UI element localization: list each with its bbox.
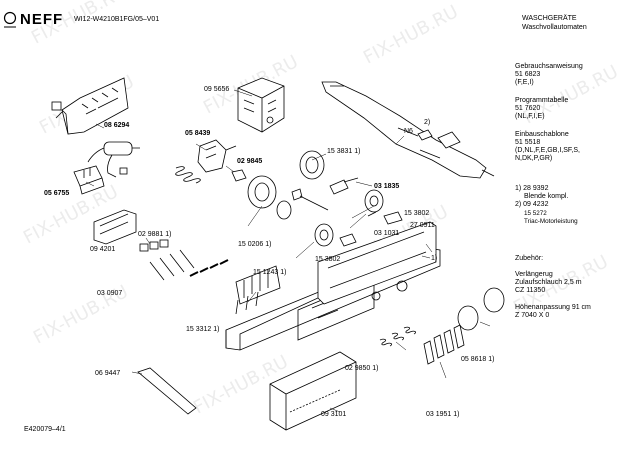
part-label: 15 3312 1)	[186, 326, 220, 333]
doc-title: Einbauschablone	[515, 131, 569, 138]
doc-number: 51 5518	[515, 139, 541, 146]
accessory-name: Höhenanpassung 91 cm	[515, 304, 591, 311]
leader-lines	[85, 89, 491, 413]
capacitor-part	[87, 141, 140, 178]
part-label: 1)	[431, 255, 438, 262]
category-subtitle: Waschvollautomaten	[522, 24, 587, 31]
category-title: WASCHGERÄTE	[522, 15, 577, 22]
part-label: 15 3831 1)	[327, 148, 361, 155]
doc-languages: N,DK,P,GR)	[515, 155, 553, 162]
note-line: 1) 28 9392	[515, 185, 549, 192]
spring-set-part	[379, 326, 417, 347]
part-label: 27 0911	[410, 222, 435, 229]
part-label: 02 9881 1)	[138, 231, 172, 238]
part-label: 02 9850 1)	[345, 365, 379, 372]
button-set-part	[423, 324, 465, 365]
part-label: 02 9845	[237, 158, 263, 165]
figure-code: E420079–4/1	[24, 426, 66, 433]
rod-part	[137, 367, 197, 415]
note-line: 2) 09 4232	[515, 201, 549, 208]
part-label: 09 4201	[90, 246, 116, 253]
shaft-part	[291, 177, 403, 247]
model-number: WI12-W4210B1FG/05–V01	[74, 16, 160, 23]
part-label: N6	[404, 128, 413, 135]
part-label: 2)	[424, 119, 431, 126]
doc-languages: (NL,F,I,E)	[515, 113, 545, 120]
cover-part	[269, 351, 357, 431]
accessory-number: CZ 11350	[515, 287, 546, 294]
part-label: 05 8618 1)	[461, 356, 495, 363]
round-button-part	[457, 287, 505, 331]
part-label: 03 0907	[97, 290, 123, 297]
accessory-number: Z 7040 X 0	[515, 312, 550, 319]
front-bezel-part	[317, 221, 437, 305]
part-label: 15 1243 1)	[253, 269, 287, 276]
filter-block-part	[73, 165, 105, 195]
brand-name: NEFF	[20, 11, 64, 28]
bracket-part	[321, 81, 495, 179]
accessory-name: Verlängerug	[515, 271, 553, 278]
part-label: 09 3101	[321, 411, 347, 418]
push-keys-part	[139, 239, 229, 281]
part-label: 05 6755	[44, 190, 70, 197]
circuit-board-part	[51, 77, 129, 135]
neff-logo	[3, 11, 17, 28]
accessories-heading: Zubehör:	[515, 255, 544, 262]
note-line: 15 5272	[524, 210, 547, 217]
spring-part	[175, 166, 247, 184]
switch-strip-part	[235, 265, 281, 315]
doc-languages: (D,NL,F,E,GB,I,SF,S,	[515, 147, 580, 154]
accessory-detail: Zulaufschlauch 2,5 m	[515, 279, 582, 286]
doc-title: Gebrauchsanweisung	[515, 63, 583, 70]
relay-part	[197, 139, 237, 173]
switch-module-part	[93, 209, 137, 245]
note-line: Triac-Motorleistung	[524, 218, 578, 225]
doc-number: 51 7620	[515, 105, 541, 112]
knob-part	[247, 150, 384, 247]
part-label: 03 1031	[374, 230, 400, 237]
note-line: Blende kompl.	[524, 193, 569, 200]
motor-module-part	[237, 77, 285, 133]
part-label: 15 0206 1)	[238, 241, 272, 248]
part-label: 03 1951 1)	[426, 411, 460, 418]
part-label: 09 5656	[204, 86, 230, 93]
doc-number: 51 6823	[515, 71, 541, 78]
part-label: 05 8439	[185, 130, 211, 137]
doc-languages: (F,E,I)	[515, 79, 534, 86]
part-label: 03 1835	[374, 183, 400, 190]
part-label: 15 3802	[315, 256, 341, 263]
part-label: 15 3802	[404, 210, 430, 217]
doc-title: Programmtabelle	[515, 97, 569, 104]
part-label: 06 9447	[95, 370, 121, 377]
part-label: 08 6294	[104, 122, 130, 129]
